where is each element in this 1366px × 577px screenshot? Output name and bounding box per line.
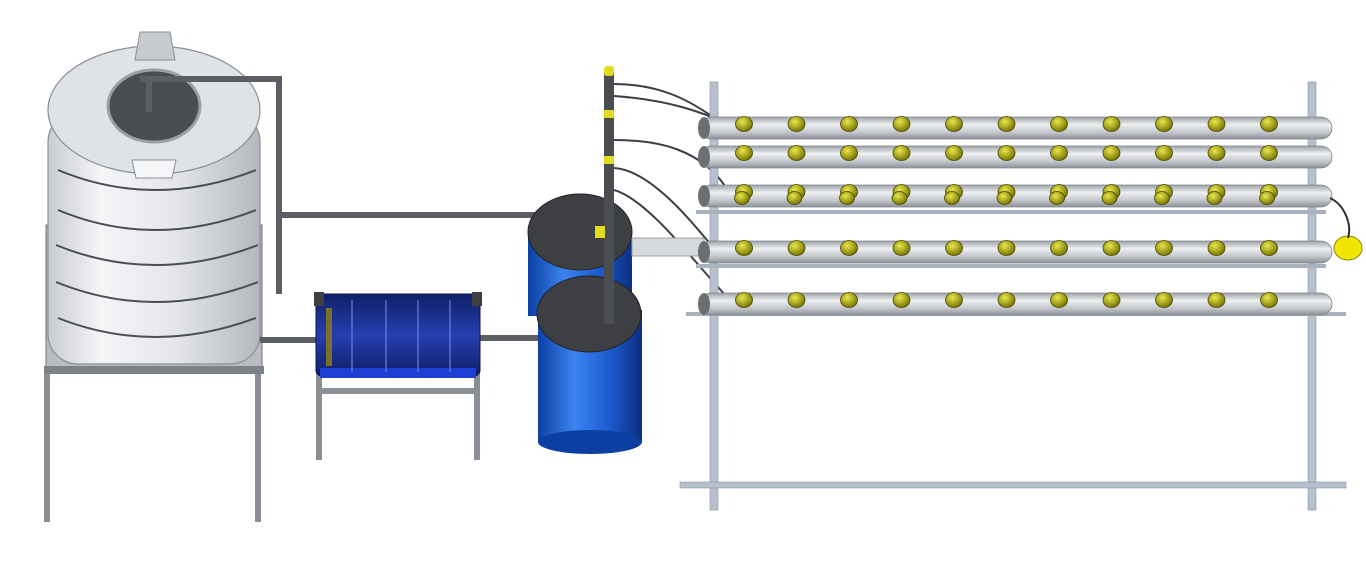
net-cup-icon — [735, 116, 753, 132]
net-cup-icon — [1207, 240, 1226, 256]
net-cup-icon — [997, 240, 1016, 256]
net-cup-icon — [1101, 191, 1118, 205]
net-cup-icon — [892, 292, 911, 308]
net-cup-icon — [892, 145, 911, 161]
overflow-float — [1329, 197, 1363, 261]
net-cup-icon — [735, 292, 753, 308]
net-cup-icon — [735, 240, 753, 256]
net-cup-icon — [1154, 191, 1170, 205]
net-cup-icon — [945, 145, 963, 161]
net-cup-icon — [1102, 292, 1121, 308]
net-cup-icon — [787, 240, 806, 256]
pipe-end-cap — [698, 146, 710, 168]
pipe-end-cap — [698, 241, 710, 263]
net-cup-icon — [1207, 292, 1226, 308]
net-cup-icon — [839, 191, 855, 205]
net-cup-icon — [840, 240, 858, 256]
net-cup-icon — [1102, 116, 1121, 132]
net-cup-icon — [787, 145, 806, 161]
water-storage-tank — [47, 31, 261, 365]
net-cup-icon — [1260, 116, 1278, 132]
net-cup-icon — [734, 191, 750, 205]
net-cup-icon — [1155, 116, 1173, 132]
net-cup-icon — [786, 191, 803, 205]
net-cup-icon — [997, 145, 1016, 161]
pipe-end-cap — [698, 293, 710, 315]
net-cup-icon — [1206, 191, 1223, 205]
net-cup-icon — [997, 292, 1016, 308]
net-cup-icon — [945, 240, 963, 256]
net-cup-icon — [996, 191, 1013, 205]
blue-filter-tank — [314, 292, 482, 378]
net-cup-icon — [1050, 240, 1068, 256]
filter-stand — [316, 372, 480, 460]
net-cup-icon — [945, 292, 963, 308]
net-cup-icon — [840, 116, 858, 132]
net-cup-icon — [1260, 240, 1278, 256]
net-cup-icon — [1049, 191, 1065, 205]
blue-barrel-front — [536, 275, 642, 454]
net-cup-icon — [840, 292, 858, 308]
net-cup-icon — [840, 145, 858, 161]
net-cup-icon — [735, 145, 753, 161]
net-cup-icon — [1155, 292, 1173, 308]
pipe-end-cap — [698, 185, 710, 207]
net-cup-icon — [1207, 145, 1226, 161]
net-cup-icon — [944, 191, 960, 205]
net-cup-icon — [997, 116, 1016, 132]
net-cup-icon — [1155, 240, 1173, 256]
net-cup-icon — [891, 191, 908, 205]
net-cup-icon — [1050, 116, 1068, 132]
net-cup-icon — [892, 240, 911, 256]
net-cup-icon — [1207, 116, 1226, 132]
pipe-end-cap — [698, 117, 710, 139]
net-cup-icon — [892, 116, 911, 132]
net-cup-icon — [1102, 145, 1121, 161]
return-pipe — [140, 76, 604, 343]
growing-pipes — [698, 116, 1333, 316]
net-cup-icon — [1259, 191, 1275, 205]
net-cup-icon — [1260, 145, 1278, 161]
net-cup-icon — [1155, 145, 1173, 161]
net-cup-icon — [1050, 292, 1068, 308]
net-cup-icon — [787, 116, 806, 132]
net-cup-icon — [787, 292, 806, 308]
net-cup-icon — [1050, 145, 1068, 161]
net-cup-icon — [1260, 292, 1278, 308]
net-cup-icon — [1102, 240, 1121, 256]
net-cup-icon — [945, 116, 963, 132]
